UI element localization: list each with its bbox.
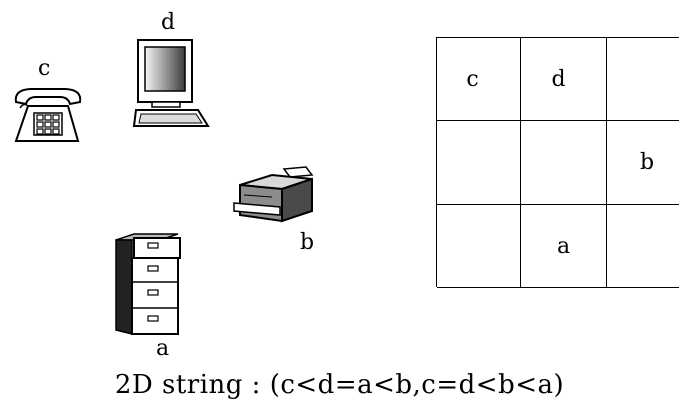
file-cabinet-icon bbox=[115, 233, 181, 335]
grid-cell: d bbox=[521, 38, 607, 121]
grid-cell: b bbox=[607, 121, 679, 205]
caption: 2D string : (c<d=a<b,c=d<b<a) bbox=[114, 370, 565, 400]
grid-cell bbox=[607, 38, 679, 121]
computer-icon bbox=[132, 39, 210, 127]
grid-cell bbox=[437, 121, 521, 205]
telephone-icon bbox=[14, 88, 82, 142]
grid-cell: c bbox=[437, 38, 521, 121]
grid-cell-label: b bbox=[639, 150, 655, 175]
grid-cell: a bbox=[521, 205, 607, 288]
file-cabinet-label: a bbox=[156, 336, 170, 361]
spatial-grid: c d b a bbox=[436, 37, 679, 288]
computer-label: d bbox=[161, 10, 176, 35]
grid-cell-label: c bbox=[466, 66, 479, 92]
grid-cell bbox=[607, 205, 679, 288]
grid-cell bbox=[521, 121, 607, 205]
telephone-label: c bbox=[38, 56, 51, 81]
grid-cell-label: a bbox=[556, 233, 571, 259]
grid-cell bbox=[437, 205, 521, 288]
grid-cell-label: d bbox=[551, 66, 566, 92]
printer-label: b bbox=[300, 230, 315, 255]
printer-icon bbox=[233, 166, 314, 223]
